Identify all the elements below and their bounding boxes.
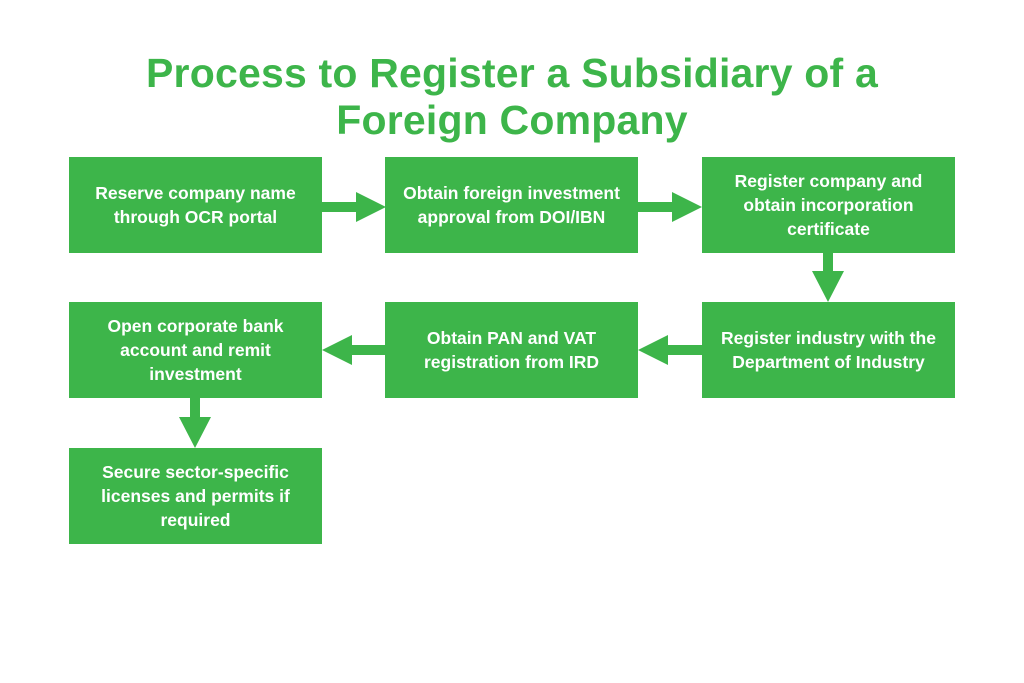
step-text: Register company and xyxy=(734,171,923,191)
arrow-right-icon xyxy=(638,192,702,222)
step-text: obtain incorporation xyxy=(743,195,914,215)
title-line-2: Foreign Company xyxy=(336,97,688,143)
step-text: licenses and permits if xyxy=(101,486,290,506)
arrow-right-icon xyxy=(322,192,386,222)
step-box-bank-account: Open corporate bank account and remit in… xyxy=(69,302,322,398)
title-line-1: Process to Register a Subsidiary of a xyxy=(146,50,878,96)
step-text: registration from IRD xyxy=(423,352,600,372)
step-text: Secure sector-specific xyxy=(102,462,289,482)
step-text: Obtain PAN and VAT xyxy=(426,328,597,348)
step-text: approval from DOI/IBN xyxy=(417,207,606,227)
step-box-investment-approval: Obtain foreign investment approval from … xyxy=(385,157,638,253)
step-box-reserve-name: Reserve company name through OCR portal xyxy=(69,157,322,253)
step-text: account and remit xyxy=(120,340,271,360)
step-box-register-company: Register company and obtain incorporatio… xyxy=(702,157,955,253)
step-box-licenses: Secure sector-specific licenses and perm… xyxy=(69,448,322,544)
step-text: Obtain foreign investment xyxy=(403,183,620,203)
arrow-left-icon xyxy=(638,335,702,365)
arrow-down-icon xyxy=(179,398,211,448)
step-text: Reserve company name xyxy=(95,183,296,203)
step-box-pan-vat: Obtain PAN and VAT registration from IRD xyxy=(385,302,638,398)
step-text: investment xyxy=(149,364,242,384)
step-text: certificate xyxy=(787,219,870,239)
arrow-left-icon xyxy=(322,335,385,365)
arrow-down-icon xyxy=(812,253,844,302)
step-text: Department of Industry xyxy=(732,352,925,372)
step-text: Open corporate bank xyxy=(107,316,284,336)
page-title: Process to Register a Subsidiary of a Fo… xyxy=(0,50,1024,144)
step-text: required xyxy=(160,510,231,530)
step-text: through OCR portal xyxy=(113,207,278,227)
step-text: Register industry with the xyxy=(721,328,936,348)
step-box-register-industry: Register industry with the Department of… xyxy=(702,302,955,398)
